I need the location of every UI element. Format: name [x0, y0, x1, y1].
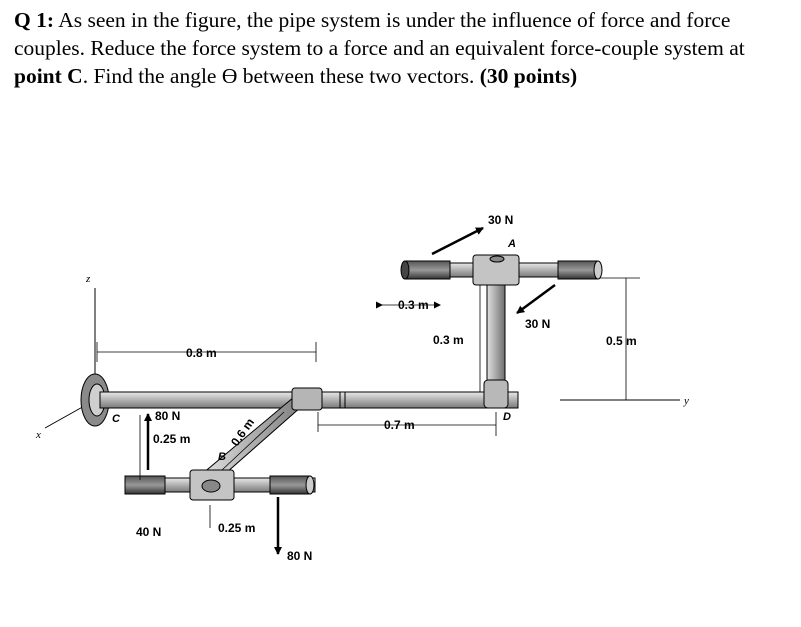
- bottom-pipe: [124, 469, 316, 501]
- dim-0-7-label: 0.7 m: [384, 418, 415, 432]
- question-number: Q 1:: [14, 8, 55, 32]
- force-80-down-label: 80 N: [287, 549, 312, 563]
- axis-y-label: y: [683, 395, 689, 407]
- vertical-pipe: [483, 271, 509, 409]
- point-b-label: B: [218, 451, 226, 463]
- dimension-lines: [96, 277, 640, 528]
- point-a-label: A: [507, 238, 516, 250]
- force-80-up-label: 80 N: [155, 409, 180, 423]
- top-pipe: [400, 254, 603, 286]
- force-40-label: 40 N: [136, 525, 161, 539]
- axis-x-label: x: [35, 429, 41, 441]
- force-a-label: 30 N: [488, 213, 513, 227]
- dim-0-25-bottom-label: 0.25 m: [218, 521, 255, 535]
- diagonal-pipe: [201, 387, 323, 481]
- dim-0-5-label: 0.5 m: [606, 334, 637, 348]
- dim-0-3-vert-label: 0.3 m: [433, 333, 464, 347]
- coordinate-axes: z x y: [35, 273, 689, 441]
- dim-0-25-left-label: 0.25 m: [153, 432, 190, 446]
- question-points: (30 points): [479, 64, 578, 88]
- question-body-1: As seen in the figure, the pipe system i…: [14, 8, 745, 60]
- dim-0-8-label: 0.8 m: [186, 346, 217, 360]
- point-d-label: D: [503, 411, 511, 423]
- point-c-label: C: [112, 413, 121, 425]
- question-point-c: point C: [14, 64, 83, 88]
- dim-0-3-top-label: 0.3 m: [398, 298, 429, 312]
- question-text: Q 1: As seen in the figure, the pipe sys…: [14, 6, 788, 90]
- question-body-2: . Find the angle ϴ between these two vec…: [82, 64, 480, 88]
- axis-z-label: z: [85, 273, 91, 285]
- force-a-couple-label: 30 N: [525, 317, 550, 331]
